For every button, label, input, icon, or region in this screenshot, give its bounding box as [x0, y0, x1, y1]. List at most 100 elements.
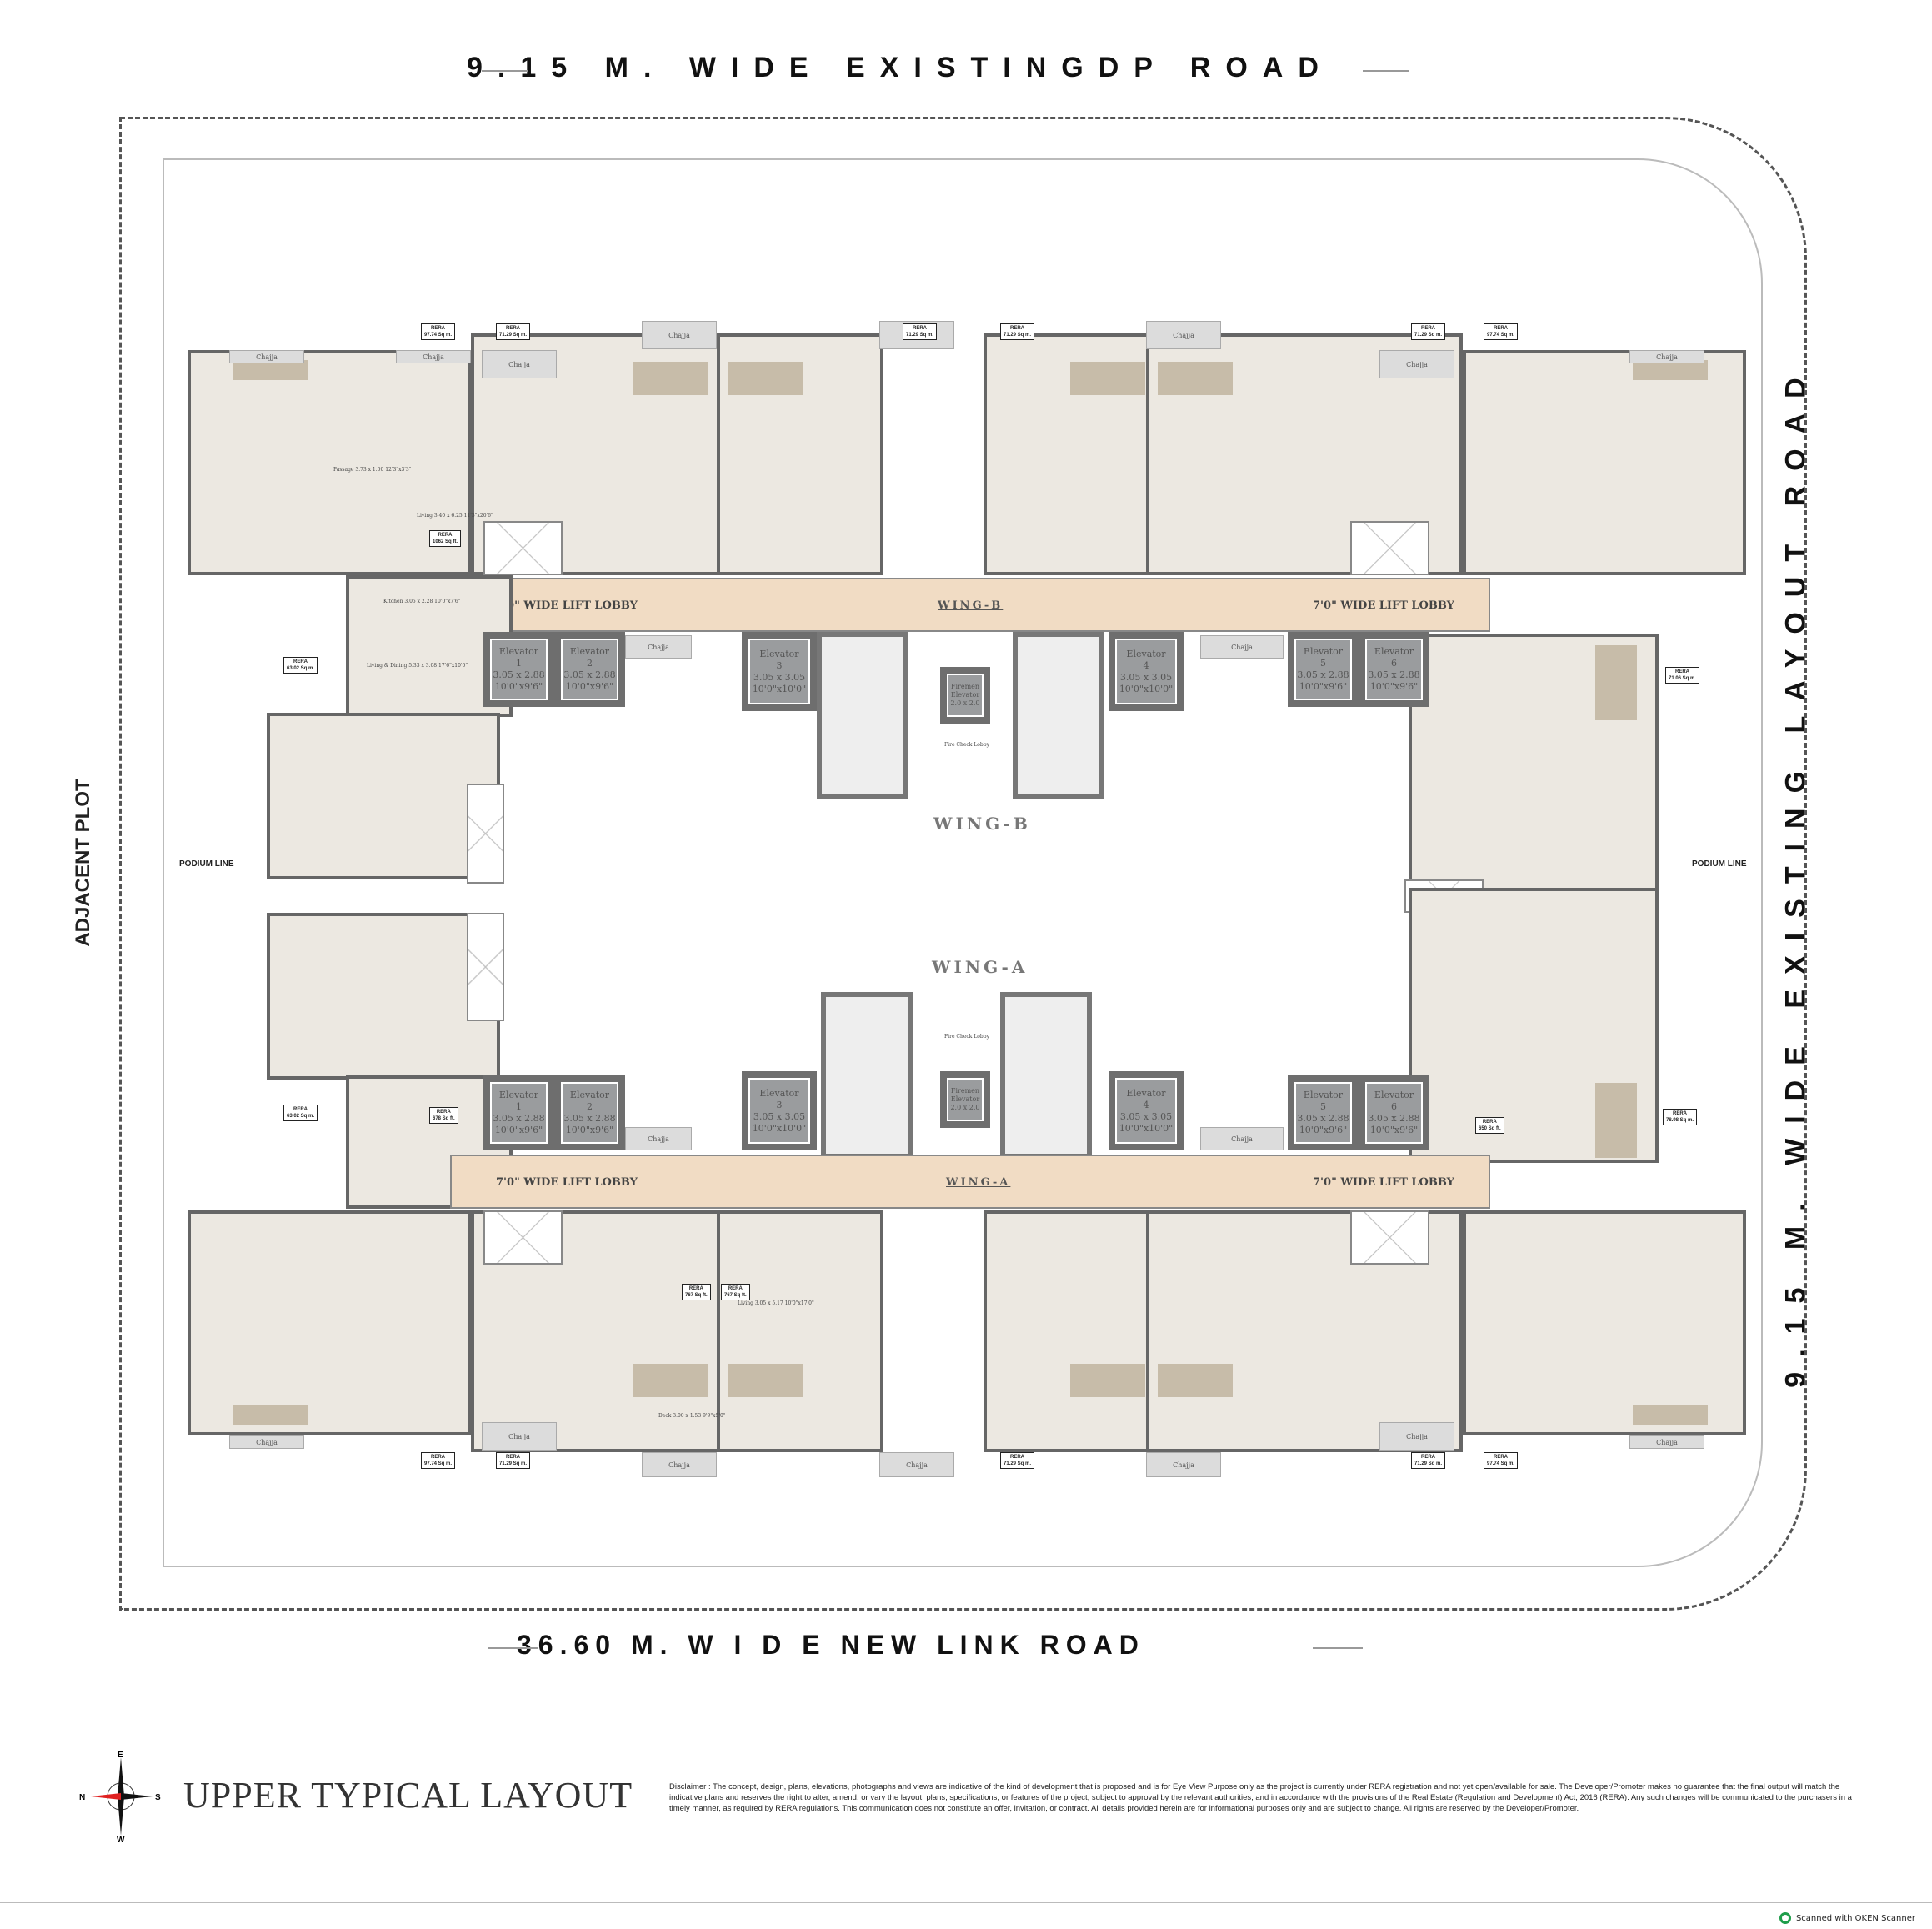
lift-lobby-b	[450, 578, 1490, 632]
lobby-wing-tag: WING-B	[938, 599, 1004, 612]
lobby-label: 7'0" WIDE LIFT LOBBY	[496, 599, 638, 612]
chajja: Chajja	[642, 1452, 717, 1477]
svg-text:N: N	[79, 1793, 85, 1802]
svg-text:E: E	[118, 1751, 123, 1760]
unit-b-3bhk-west	[188, 350, 471, 575]
fire-check-lobby-label: Fire Check Lobby	[944, 1034, 989, 1040]
svg-text:W: W	[117, 1836, 125, 1842]
staircase	[821, 992, 913, 1159]
duct	[483, 521, 563, 575]
unit-a-767-3	[984, 1210, 1150, 1452]
lift-lobby-a	[450, 1155, 1490, 1209]
unit-b-2bhk-west	[267, 713, 500, 879]
chajja: Chajja	[229, 1435, 304, 1449]
chajja: Chajja	[1200, 1127, 1284, 1150]
lobby-label: 7'0" WIDE LIFT LOBBY	[1313, 599, 1454, 612]
podium-line-label-left: PODIUM LINE	[179, 859, 234, 869]
staircase	[817, 632, 908, 799]
unit-a-3bhk-west	[188, 1210, 471, 1435]
scanner-watermark: Scanned with OKEN Scanner	[1779, 1912, 1915, 1924]
chajja: Chajja	[482, 350, 557, 378]
room-label: Living 3.05 x 5.17 10'0"x17'0"	[738, 1300, 814, 1306]
wing-a-label: WING-A	[932, 957, 1029, 977]
unit-b-767-2	[717, 333, 883, 575]
scanner-logo-icon	[1779, 1912, 1791, 1924]
road-arrow-left	[482, 70, 528, 72]
chajja: Chajja	[482, 1422, 557, 1451]
wing-b-label: WING-B	[933, 814, 1031, 834]
lobby-label: 7'0" WIDE LIFT LOBBY	[496, 1176, 638, 1189]
top-road-label: 9.15 M. WIDE EXISTINGDP ROAD	[467, 52, 1334, 83]
chajja: Chajja	[1379, 350, 1454, 378]
duct	[1350, 521, 1429, 575]
duct	[1350, 1210, 1429, 1265]
duct	[483, 1210, 563, 1265]
chajja: Chajja	[625, 635, 692, 659]
road-arrow-left	[488, 1647, 538, 1649]
unit-b-767-3	[984, 333, 1150, 575]
chajja: Chajja	[1146, 1452, 1221, 1477]
chajja: Chajja	[229, 350, 304, 363]
adjacent-plot-label: ADJACENT PLOT	[72, 779, 94, 947]
scanner-text: Scanned with OKEN Scanner	[1795, 1913, 1915, 1923]
fire-check-lobby-label: Fire Check Lobby	[944, 742, 989, 748]
chajja: Chajja	[1629, 1435, 1704, 1449]
room-label: Kitchen 3.05 x 2.28 10'0"x7'6"	[383, 599, 461, 604]
room-label: Living & Dining 5.33 x 3.08 17'6"x10'0"	[367, 663, 468, 669]
road-arrow-right	[1363, 70, 1409, 72]
chajja: Chajja	[642, 321, 717, 349]
lobby-wing-tag: WING-A	[946, 1176, 1011, 1189]
chajja: Chajja	[879, 1452, 954, 1477]
duct	[467, 913, 504, 1021]
chajja: Chajja	[396, 350, 471, 363]
unit-b-3bhk-east	[1463, 350, 1746, 575]
room-label: Passage 3.73 x 1.00 12'3"x3'3"	[333, 467, 412, 473]
bottom-road-label: 36.60 M. W I D E NEW LINK ROAD	[517, 1630, 1145, 1660]
unit-a-767-2	[717, 1210, 883, 1452]
podium-line-label-right: PODIUM LINE	[1692, 859, 1747, 869]
chajja: Chajja	[625, 1127, 692, 1150]
duct	[467, 784, 504, 884]
unit-a-2bhk-west	[267, 913, 500, 1080]
chajja: Chajja	[1200, 635, 1284, 659]
chajja: Chajja	[1379, 1422, 1454, 1451]
staircase	[1013, 632, 1104, 799]
unit-a-2bhk-east	[1409, 888, 1659, 1163]
unit-b-2bhk-east	[1409, 634, 1659, 909]
plot-boundary	[119, 117, 1807, 1611]
layout-title: UPPER TYPICAL LAYOUT	[183, 1775, 633, 1816]
chajja: Chajja	[1629, 350, 1704, 363]
room-label: Deck 3.00 x 1.53 9'9"x5'0"	[658, 1413, 726, 1419]
svg-text:S: S	[155, 1793, 161, 1802]
